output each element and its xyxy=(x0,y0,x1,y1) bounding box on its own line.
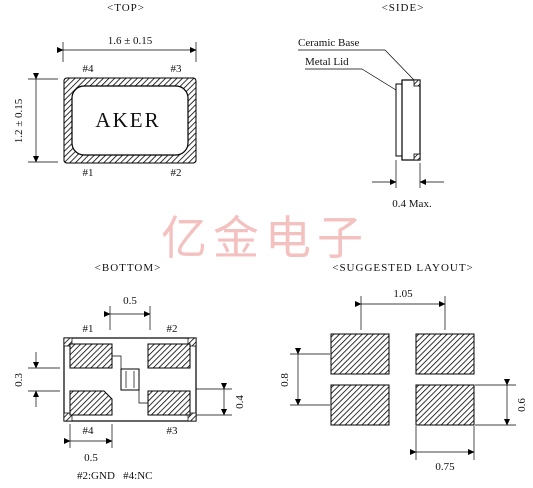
layout-dim-right: 0.6 xyxy=(516,398,528,412)
bottom-pad-3 xyxy=(147,390,191,416)
top-height-dimension: 1.2 ± 0.15 xyxy=(13,98,25,143)
side-view-title: <SIDE> xyxy=(382,2,425,14)
layout-pad-bottom-right xyxy=(415,384,475,426)
bottom-view-title: <BOTTOM> xyxy=(95,262,162,274)
bottom-pin-2: #2 xyxy=(167,323,178,335)
top-pin-3: #3 xyxy=(171,63,183,75)
suggested-layout-view: <SUGGESTED LAYOUT> 1.05 0.8 0.6 0.75 xyxy=(279,262,528,473)
layout-pad-bottom-left xyxy=(330,384,390,426)
pin-function-note: #2:GND #4:NC xyxy=(77,470,152,482)
layout-view-title: <SUGGESTED LAYOUT> xyxy=(332,262,474,274)
bottom-dim-left: 0.3 xyxy=(13,373,25,387)
bottom-pin-3: #3 xyxy=(167,425,179,437)
top-width-dimension: 1.6 ± 0.15 xyxy=(108,35,153,47)
bottom-pin-1: #1 xyxy=(83,323,94,335)
layout-pad-top-left xyxy=(330,333,390,375)
side-thickness-dimension: 0.4 Max. xyxy=(392,198,432,210)
watermark-text: 亿金电子 xyxy=(161,211,369,265)
top-view: <TOP> 1.6 ± 0.15 1.2 ± 0.15 AKER #4 #3 #… xyxy=(13,2,197,179)
bottom-view: <BOTTOM> 0.5 #1 #2 0.3 xyxy=(13,262,246,482)
ceramic-base-label: Ceramic Base xyxy=(298,37,360,49)
bottom-pad-2 xyxy=(147,343,191,369)
layout-dim-left: 0.8 xyxy=(279,373,291,387)
bottom-dim-right: 0.4 xyxy=(234,395,246,409)
layout-dim-top: 1.05 xyxy=(393,288,413,300)
top-pin-1: #1 xyxy=(83,167,94,179)
metal-lid-label: Metal Lid xyxy=(305,56,349,68)
bottom-dim-top: 0.5 xyxy=(123,295,137,307)
bottom-dim-bottom: 0.5 xyxy=(84,452,98,464)
layout-dim-bottom: 0.75 xyxy=(435,461,455,473)
brand-marking: AKER xyxy=(95,108,160,132)
top-pin-2: #2 xyxy=(171,167,182,179)
bottom-pad-1 xyxy=(69,343,113,369)
top-pin-4: #4 xyxy=(83,63,95,75)
top-view-title: <TOP> xyxy=(107,2,145,14)
side-view: <SIDE> Ceramic Base Metal Lid 0.4 Max. xyxy=(298,2,444,210)
layout-pad-top-right xyxy=(415,333,475,375)
bottom-pad-4 xyxy=(69,390,113,416)
bottom-pin-4: #4 xyxy=(83,425,95,437)
